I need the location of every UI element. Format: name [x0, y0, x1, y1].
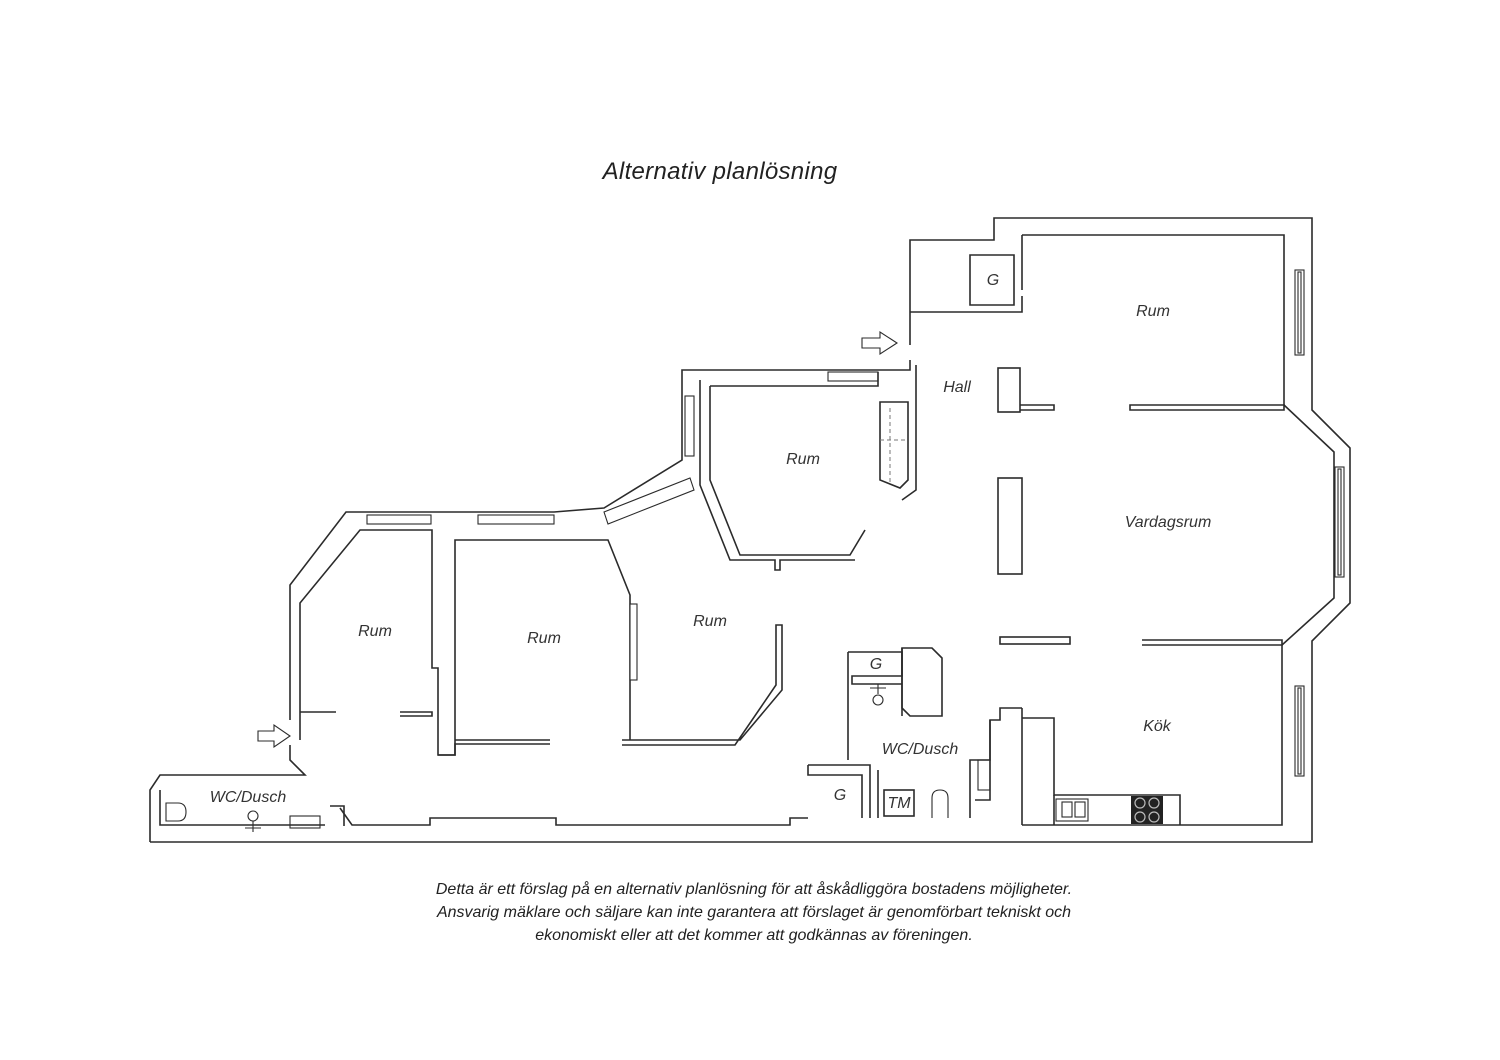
room-label-garderob: G	[870, 656, 882, 673]
room-label-vardagsrum: Vardagsrum	[1125, 514, 1212, 531]
page-title: Alternativ planlösning	[602, 158, 838, 185]
disclaimer-text: Detta är ett förslag på en alternativ pl…	[0, 878, 1500, 947]
room-label-rum: Rum	[693, 613, 727, 630]
room-label-hall: Hall	[943, 379, 971, 396]
room-label-rum: Rum	[358, 623, 392, 640]
interior-walls	[300, 235, 1285, 825]
wash-basin-icon	[289, 759, 991, 829]
windows	[366, 269, 1345, 777]
disclaimer-line: Detta är ett förslag på en alternativ pl…	[435, 881, 1073, 898]
room-label-rum: Rum	[527, 630, 561, 647]
room-label-garderob: G	[987, 272, 999, 289]
entrance-arrow-icon	[861, 330, 899, 356]
disclaimer-line: Ansvarig mäklare och säljare kan inte ga…	[436, 904, 1072, 921]
room-label-tm: TM	[887, 795, 911, 812]
stove-icon	[1131, 796, 1163, 824]
shower-icon	[245, 684, 886, 832]
entrance-arrow-icon	[257, 723, 291, 749]
room-label-wc-dusch: WC/Dusch	[882, 741, 959, 758]
toilet-icon	[165, 789, 949, 822]
sink-icon	[1055, 798, 1089, 822]
disclaimer-line: ekonomiskt eller att det kommer att godk…	[535, 927, 973, 944]
room-label-rum: Rum	[1136, 303, 1170, 320]
outer-walls	[149, 217, 1351, 843]
room-label-garderob: G	[834, 787, 846, 804]
room-label-kok: Kök	[1143, 718, 1172, 735]
room-label-wc-dusch: WC/Dusch	[210, 789, 287, 806]
room-label-rum: Rum	[786, 451, 820, 468]
